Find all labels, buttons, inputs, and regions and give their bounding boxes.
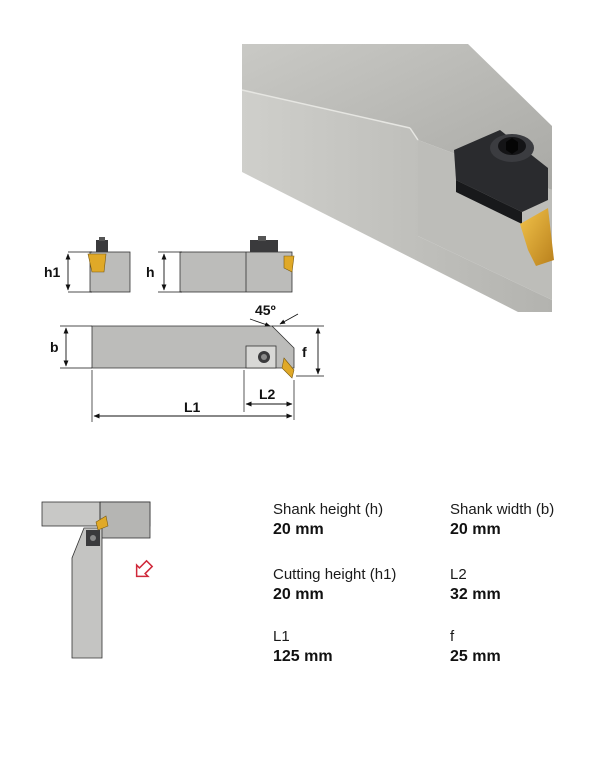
end-view: h1 bbox=[44, 237, 131, 293]
feed-direction-arrow-icon bbox=[135, 559, 154, 578]
label-L1: L1 bbox=[184, 399, 201, 415]
spec-l1: L1 125 mm bbox=[273, 627, 443, 667]
spec-value: 20 mm bbox=[273, 586, 324, 603]
spec-shank-height: Shank height (h) 20 mm bbox=[273, 500, 443, 540]
spec-label: f bbox=[450, 628, 455, 645]
spec-l2: L2 32 mm bbox=[450, 565, 590, 605]
spec-label: L1 bbox=[273, 628, 290, 645]
spec-value: 20 mm bbox=[450, 521, 501, 538]
spec-label: Shank height (h) bbox=[273, 501, 384, 518]
spec-value: 25 mm bbox=[450, 648, 501, 665]
label-b: b bbox=[50, 339, 59, 355]
spec-value: 32 mm bbox=[450, 586, 501, 603]
clamp-screw bbox=[454, 130, 548, 224]
label-h1: h1 bbox=[44, 264, 61, 280]
spec-shank-width: Shank width (b) 20 mm bbox=[450, 500, 590, 540]
label-L2: L2 bbox=[259, 386, 276, 402]
top-view: b f 45º L2 L1 bbox=[50, 302, 324, 422]
label-h: h bbox=[146, 264, 155, 280]
spec-f: f 25 mm bbox=[450, 627, 590, 667]
spec-value: 20 mm bbox=[273, 521, 324, 538]
spec-value: 125 mm bbox=[273, 648, 333, 665]
spec-label: L2 bbox=[450, 566, 467, 583]
cutting-insert bbox=[520, 208, 554, 266]
spec-label: Shank width (b) bbox=[450, 501, 555, 518]
spec-label: Cutting height (h1) bbox=[273, 566, 397, 583]
side-view: h bbox=[146, 236, 295, 293]
spec-cutting-height: Cutting height (h1) 20 mm bbox=[273, 565, 443, 605]
tool-shank bbox=[71, 515, 109, 659]
label-angle: 45º bbox=[255, 302, 276, 318]
label-f: f bbox=[302, 344, 307, 360]
